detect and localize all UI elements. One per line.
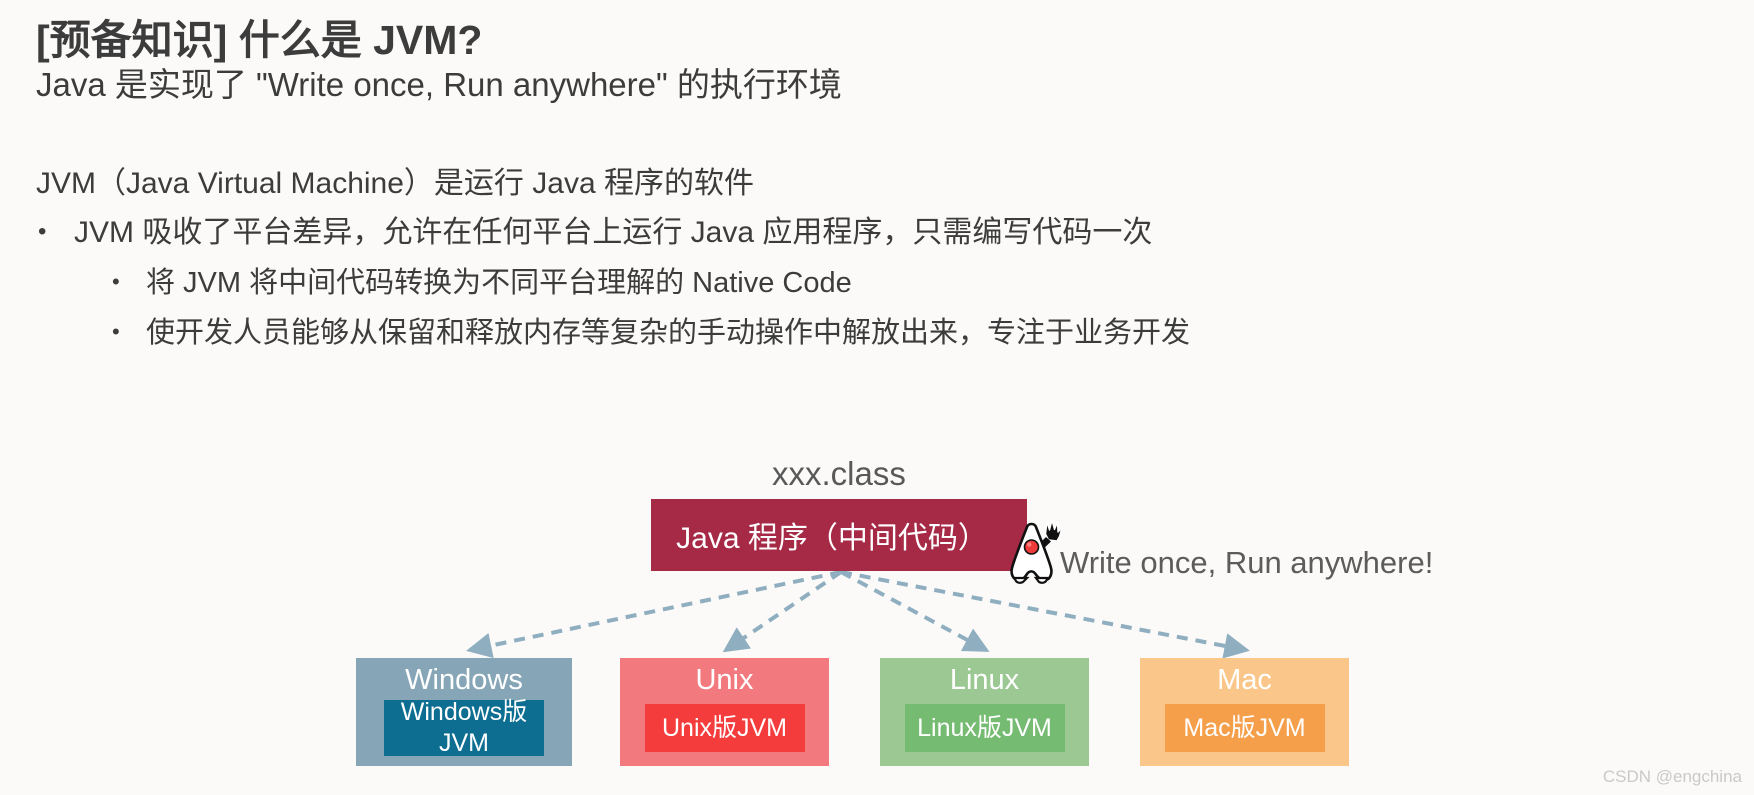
platform-name-label: Linux <box>949 664 1020 696</box>
platform-name-label: Mac <box>1217 664 1272 696</box>
class-file-label: xxx.class <box>772 455 906 492</box>
platform-jvm-label: Linux版JVM <box>904 704 1065 752</box>
tagline-text: Write once, Run anywhere! <box>1060 545 1434 580</box>
java-bytecode-label: Java 程序（中间代码） <box>676 522 988 555</box>
java-duke-mascot-icon <box>1010 519 1063 584</box>
bullet-level2-item: 使开发人员能够从保留和释放内存等复杂的手动操作中解放出来，专注于业务开发 <box>36 307 1436 358</box>
bullet-level1-item: JVM 吸收了平台差异，允许在任何平台上运行 Java 应用程序，只需编写代码一… <box>36 207 1436 258</box>
bullet-level2-item: 将 JVM 将中间代码转换为不同平台理解的 Native Code <box>36 257 1436 308</box>
body-content: JVM（Java Virtual Machine）是运行 Java 程序的软件 … <box>36 160 1436 358</box>
platform-name-label: Unix <box>695 664 754 696</box>
platform-box-unix: Unix Unix版JVM <box>620 658 829 766</box>
java-bytecode-box: Java 程序（中间代码） <box>651 499 1027 571</box>
platform-jvm-label: Windows版 JVM <box>384 698 544 757</box>
platform-box-windows: Windows Windows版 JVM <box>356 658 572 766</box>
platform-name-label: Windows <box>405 664 523 696</box>
platform-jvm-label: Unix版JVM <box>644 704 805 752</box>
page-subtitle: Java 是实现了 "Write once, Run anywhere" 的执行… <box>36 66 842 103</box>
platform-box-mac: Mac Mac版JVM <box>1140 658 1349 766</box>
platform-jvm-label: Mac版JVM <box>1164 704 1325 752</box>
platform-box-linux: Linux Linux版JVM <box>880 658 1089 766</box>
watermark-text: CSDN @engchina <box>1602 767 1742 786</box>
page-title: [预备知识] 什么是 JVM? <box>36 17 483 63</box>
lead-paragraph: JVM（Java Virtual Machine）是运行 Java 程序的软件 <box>36 167 754 200</box>
